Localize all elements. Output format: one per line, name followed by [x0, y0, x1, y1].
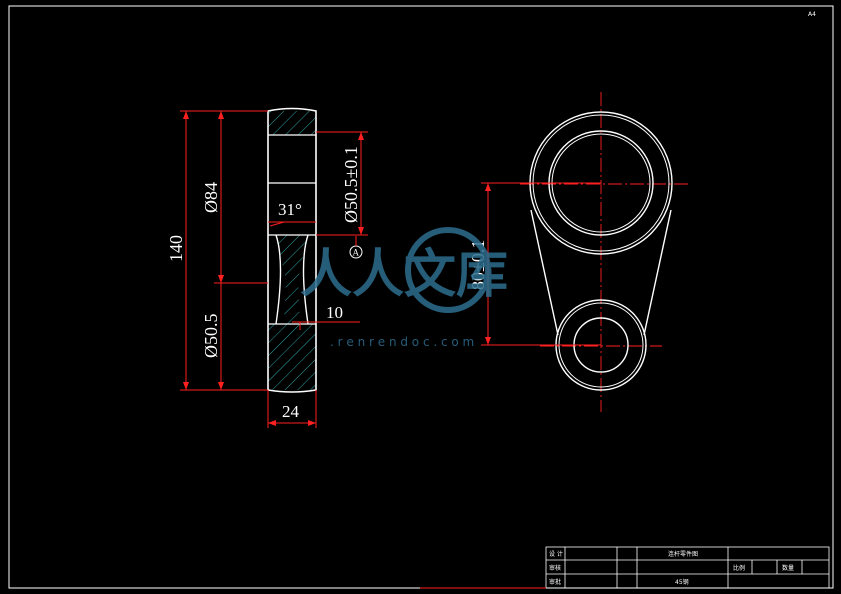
dim-total-height: 140	[166, 235, 186, 262]
title-block-checker-label: 审核	[549, 564, 561, 572]
title-block-scale-label: 比例	[733, 564, 745, 572]
groove-curve	[275, 234, 282, 325]
watermark: 人人文库 . r e n r e n d o c . c o m	[300, 227, 508, 349]
dim-angle: 31°	[278, 200, 302, 219]
sheet-size-label: A4	[808, 11, 816, 18]
rod-edge-right	[643, 209, 672, 336]
title-block-qty-label: 数量	[782, 564, 794, 572]
watermark-url: . r e n r e n d o c . c o m	[330, 335, 474, 349]
dim-bore-dia: Ø50.5±0.1	[341, 146, 361, 223]
dim-lower-dia: Ø50.5	[201, 314, 221, 359]
neck-hatch	[276, 235, 308, 324]
lower-hatch	[268, 324, 316, 390]
title-block-title: 连杆零件图	[668, 550, 698, 558]
title-block	[545, 546, 830, 589]
rod-edge-left	[530, 209, 559, 336]
datum-label: A	[353, 248, 360, 258]
dim-upper-dia: Ø84	[201, 182, 221, 213]
watermark-logo-ring	[405, 227, 491, 313]
dim-width: 24	[282, 402, 300, 421]
title-block-designer-label: 设 计	[549, 550, 563, 558]
upper-hatch	[268, 111, 316, 135]
title-block-material: 45钢	[675, 578, 689, 586]
watermark-text: 人人文库	[300, 245, 508, 305]
dim-depth: 10	[326, 303, 343, 322]
section-view: A 140 Ø84 Ø50.5 Ø50.5±0.1 31° 10 24	[166, 107, 368, 428]
groove-curve	[302, 234, 309, 325]
title-block-approver-label: 审批	[549, 578, 561, 586]
